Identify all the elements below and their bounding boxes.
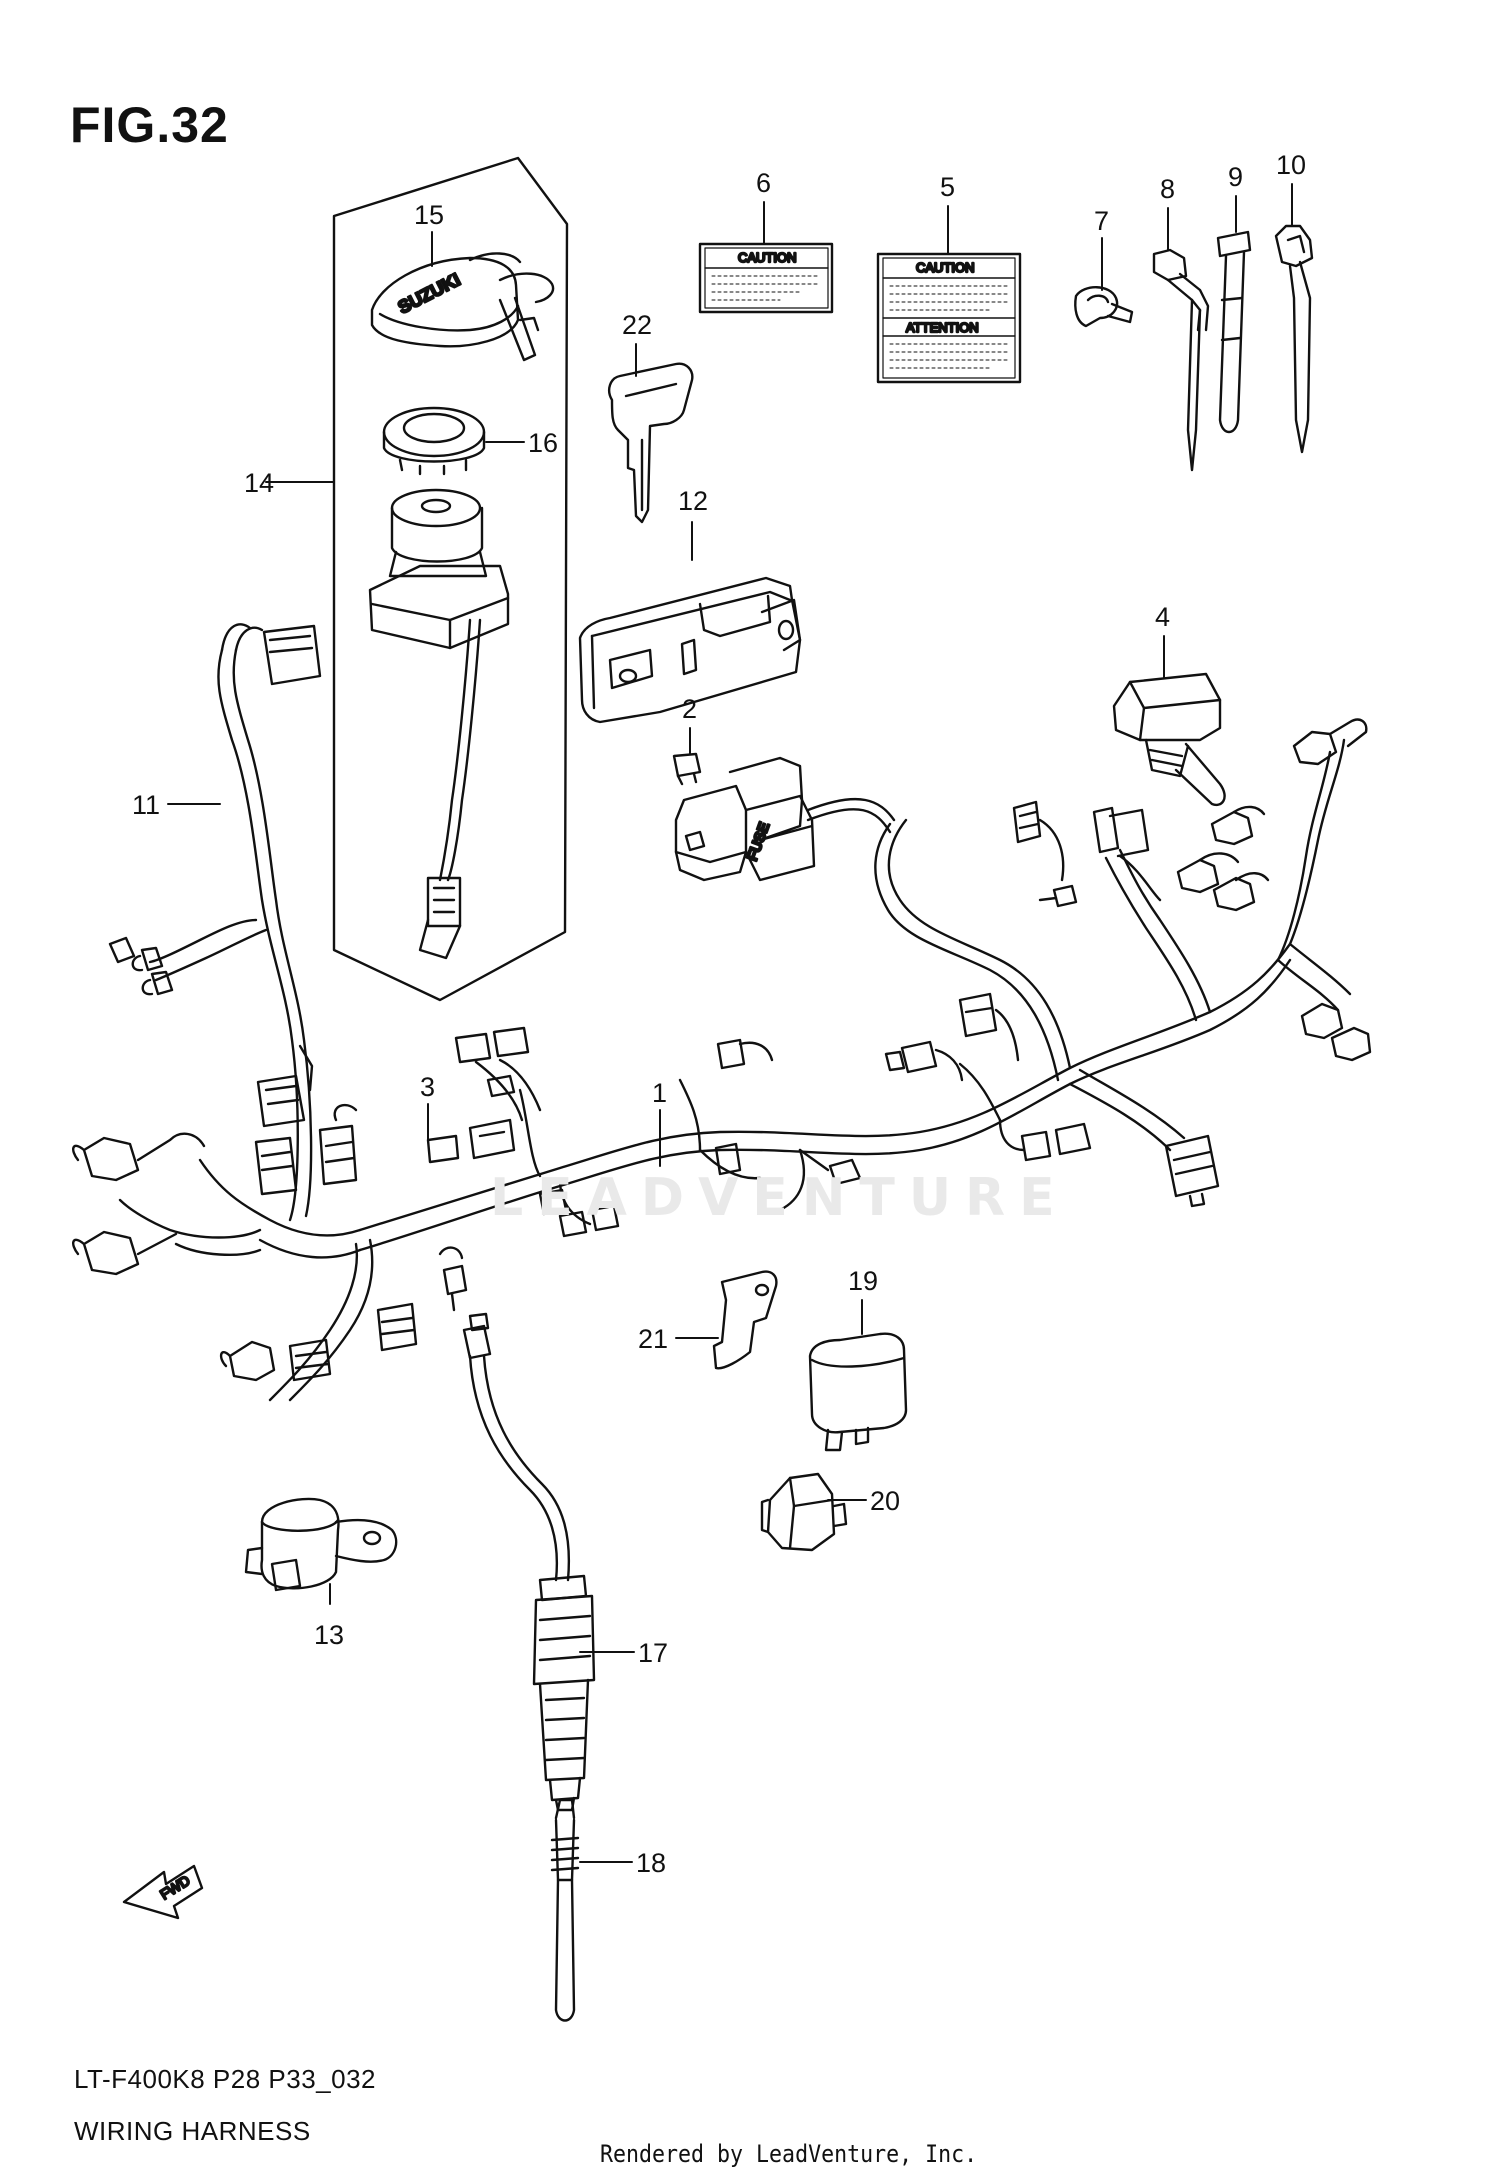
fwd-arrow-icon: FWD bbox=[122, 1864, 204, 1920]
attention-label: ATTENTION bbox=[906, 320, 979, 335]
callout-3: 3 bbox=[420, 1072, 435, 1102]
callout-numbers: 1 2 3 4 5 6 7 8 9 10 11 12 13 14 15 16 1… bbox=[132, 150, 1306, 1878]
callout-2: 2 bbox=[682, 694, 697, 724]
render-credit: Rendered by LeadVenture, Inc. bbox=[600, 2140, 978, 2168]
callout-14: 14 bbox=[244, 468, 274, 498]
callout-19: 19 bbox=[848, 1266, 878, 1296]
part-7-clamp bbox=[1074, 286, 1134, 328]
part-13-switch bbox=[244, 1497, 398, 1592]
callout-5: 5 bbox=[940, 172, 955, 202]
part-1-wiring-harness bbox=[118, 648, 1352, 1402]
part-17-oxygen-sensor bbox=[462, 1312, 596, 1812]
callout-20: 20 bbox=[870, 1486, 900, 1516]
model-code: LT-F400K8 P28 P33_032 bbox=[74, 2064, 377, 2094]
figure-title: FIG.32 bbox=[70, 97, 229, 153]
callout-21: 21 bbox=[638, 1324, 668, 1354]
callout-18: 18 bbox=[636, 1848, 666, 1878]
part-11-sub-harness bbox=[131, 623, 322, 1128]
harness-upper-connectors bbox=[454, 992, 1220, 1208]
callout-16: 16 bbox=[528, 428, 558, 458]
part-14-ignition-switch bbox=[368, 488, 510, 960]
callout-17: 17 bbox=[638, 1638, 668, 1668]
callout-11: 11 bbox=[132, 790, 160, 820]
callout-8: 8 bbox=[1160, 174, 1175, 204]
callout-10: 10 bbox=[1276, 150, 1306, 180]
callout-12: 12 bbox=[678, 486, 708, 516]
part-8-cable-tie bbox=[1152, 248, 1210, 472]
part-19-relay bbox=[808, 1332, 908, 1452]
callout-6: 6 bbox=[756, 168, 771, 198]
fuse-label: FUSE bbox=[744, 820, 774, 863]
part-3-connector bbox=[426, 1118, 516, 1164]
fuse-box: FUSE bbox=[674, 756, 896, 882]
left-connectors bbox=[72, 1103, 468, 1382]
callout-7: 7 bbox=[1094, 206, 1109, 236]
part-10-clip-tie bbox=[1274, 224, 1314, 454]
part-21-bracket bbox=[712, 1270, 778, 1370]
harness-lower-connectors bbox=[108, 936, 620, 1238]
part-18-stud bbox=[550, 1798, 580, 2022]
figure-name: WIRING HARNESS bbox=[74, 2116, 311, 2146]
ignition-switch-group-frame bbox=[332, 156, 569, 1002]
part-6-caution-label: CAUTION bbox=[698, 242, 834, 314]
part-20-connector bbox=[760, 1472, 848, 1552]
callout-15: 15 bbox=[414, 200, 444, 230]
caution-label-small: CAUTION bbox=[738, 250, 797, 265]
part-4-sensor bbox=[1112, 672, 1226, 807]
fuse-box-connectors bbox=[1012, 718, 1372, 1062]
callout-leaders bbox=[167, 183, 1293, 1863]
callout-9: 9 bbox=[1228, 162, 1243, 192]
caution-label-large: CAUTION bbox=[916, 260, 975, 275]
callout-1: 1 bbox=[652, 1078, 667, 1108]
part-22-key bbox=[608, 362, 694, 524]
part-2-fuse bbox=[672, 752, 702, 786]
part-15-key-cap: SUZUKI bbox=[370, 252, 555, 362]
callout-4: 4 bbox=[1155, 602, 1170, 632]
watermark: LEADVENTURE bbox=[490, 1168, 1069, 1228]
part-16-ring-nut bbox=[382, 406, 486, 476]
callout-13: 13 bbox=[314, 1620, 344, 1650]
callout-22: 22 bbox=[622, 310, 652, 340]
part-5-caution-attention-label: CAUTION ATTENTION bbox=[876, 252, 1022, 384]
part-9-strap bbox=[1216, 230, 1252, 434]
part-12-bracket bbox=[578, 576, 802, 724]
